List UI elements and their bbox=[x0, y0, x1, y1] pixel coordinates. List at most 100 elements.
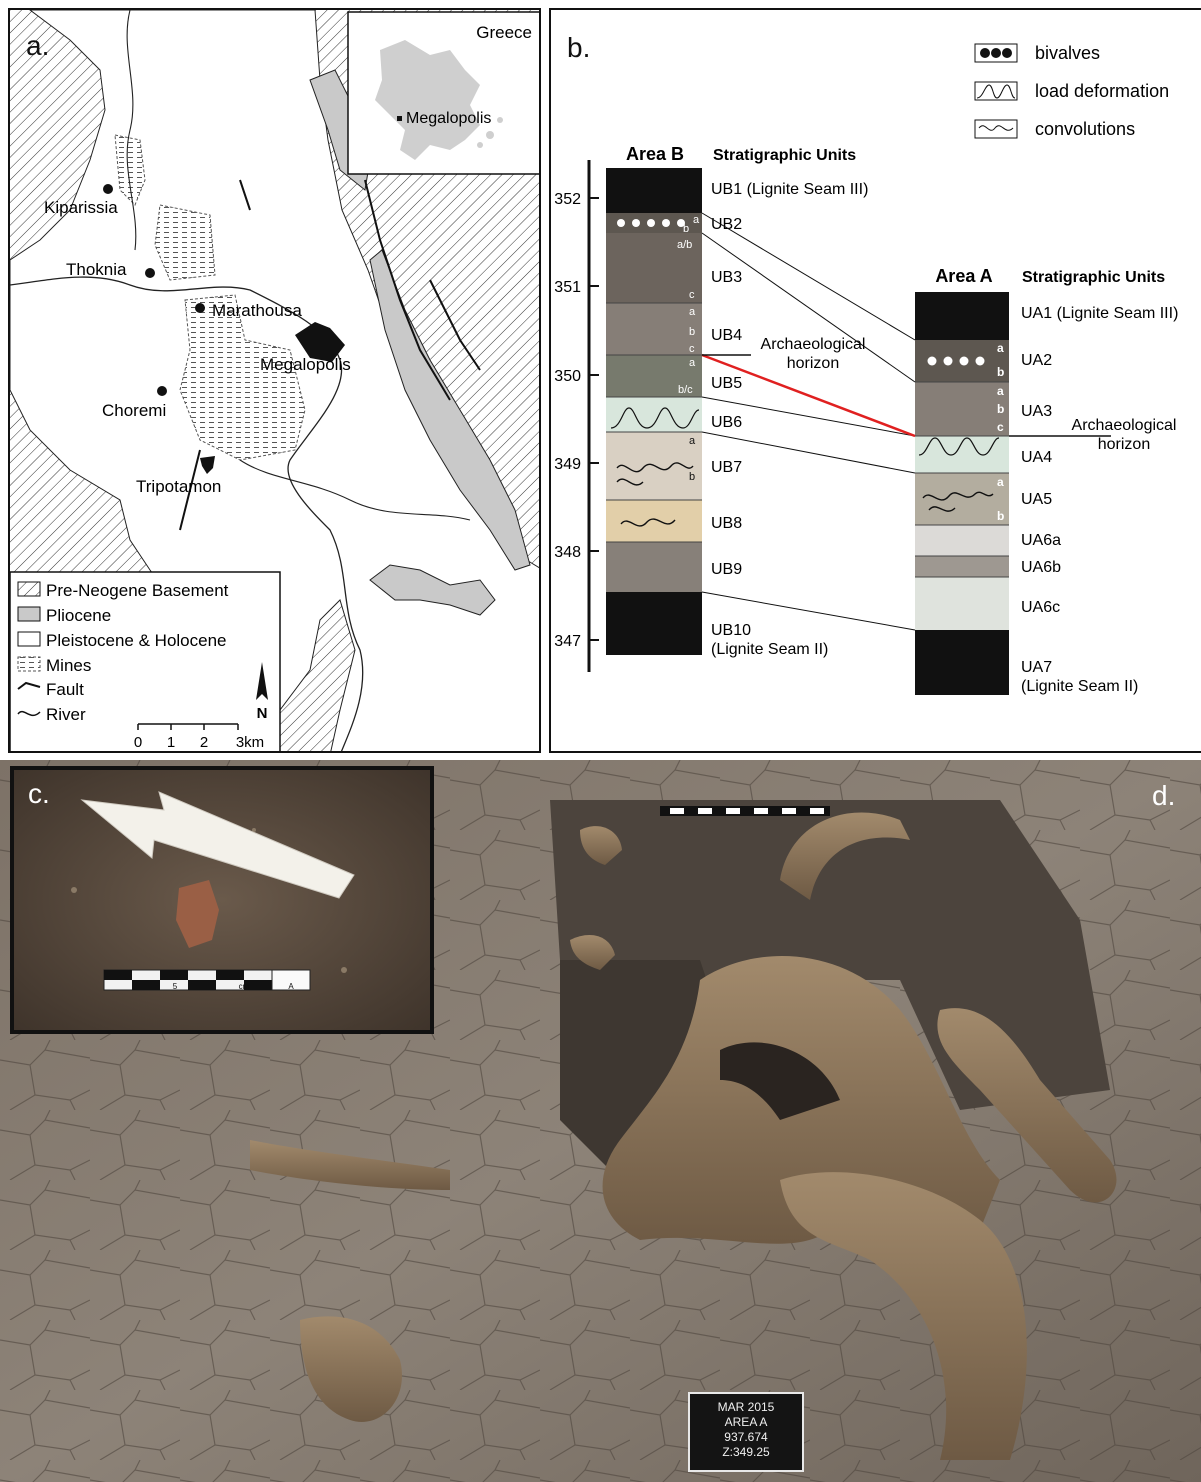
elevation-label: 351 bbox=[554, 279, 581, 296]
place-label: Marathousa bbox=[212, 301, 302, 320]
legend-river: River bbox=[46, 705, 86, 724]
subunit-label: b bbox=[997, 365, 1004, 379]
photo-scale-bar-main bbox=[660, 806, 830, 816]
scale-tick-label: 2 bbox=[200, 734, 208, 751]
layer-ua6c bbox=[915, 577, 1009, 630]
unit-label: UB2 bbox=[711, 216, 742, 233]
sign-line: 937.674 bbox=[724, 1430, 768, 1444]
subunit-label: b bbox=[689, 471, 695, 483]
town-marker bbox=[145, 268, 155, 278]
unit-label: UA2 bbox=[1021, 352, 1052, 369]
fault-line bbox=[239, 179, 251, 211]
town-marker bbox=[195, 303, 205, 313]
unit-label: UB3 bbox=[711, 269, 742, 286]
elevation-label: 347 bbox=[554, 633, 581, 650]
horizon-label-b: horizon bbox=[787, 355, 839, 372]
legend-river-symbol bbox=[17, 710, 41, 717]
legend-swatch bbox=[17, 631, 41, 647]
subunit-label: a bbox=[997, 475, 1004, 489]
mine-area bbox=[154, 204, 216, 281]
basement-area bbox=[261, 599, 356, 751]
panel-letter-b: b. bbox=[567, 32, 591, 63]
layer-ua3 bbox=[915, 382, 1009, 436]
town-marker bbox=[103, 184, 113, 194]
layer-ua7 bbox=[915, 630, 1009, 695]
unit-label: UA6c bbox=[1021, 599, 1060, 616]
horizon-label-a: horizon bbox=[1098, 436, 1150, 453]
unit-label: UA1 (Lignite Seam III) bbox=[1021, 305, 1178, 322]
fault-line bbox=[364, 179, 451, 401]
layer-ub10 bbox=[606, 592, 702, 655]
correlation-lines bbox=[701, 212, 916, 631]
subunit-label: a bbox=[693, 214, 700, 226]
pliocene-area bbox=[369, 249, 531, 571]
subunit-label: a bbox=[689, 435, 696, 447]
north-label: N bbox=[257, 705, 268, 722]
scale-tick-label: 3km bbox=[236, 734, 264, 751]
pelvis-opening bbox=[720, 1042, 840, 1120]
sign-line: MAR 2015 bbox=[717, 1400, 775, 1414]
subunit-label: a/b bbox=[677, 239, 692, 251]
layer-ub6 bbox=[606, 397, 702, 432]
subunit-label: b bbox=[997, 402, 1004, 416]
bone-fragment bbox=[250, 1140, 450, 1190]
scale-label: cm bbox=[239, 982, 250, 991]
place-label: Choremi bbox=[102, 401, 166, 420]
legend-mines: Mines bbox=[46, 656, 91, 675]
legend-swatch bbox=[17, 606, 41, 622]
subunit-label: a bbox=[689, 357, 696, 369]
river-line bbox=[10, 276, 364, 751]
unit-label: UA5 bbox=[1021, 491, 1052, 508]
area-b-unit-labels: UB1 (Lignite Seam III) UB2 UB3 UB4 UB5 U… bbox=[711, 181, 868, 658]
fault-line bbox=[179, 449, 201, 531]
place-label: Megalopolis bbox=[260, 355, 351, 374]
subunit-label: c bbox=[689, 289, 695, 301]
panel-a-geological-map: Greece Megalopolis Kiparissia Thoknia Ma… bbox=[8, 8, 541, 753]
area-a-unit-labels: UA1 (Lignite Seam III) UA2 UA3 UA4 UA5 U… bbox=[1021, 305, 1178, 695]
layer-ua6b bbox=[915, 556, 1009, 577]
elevation-label: 352 bbox=[554, 191, 581, 208]
place-label: Thoknia bbox=[66, 260, 127, 279]
subunit-label: c bbox=[689, 343, 695, 355]
inset-country-label: Greece bbox=[476, 23, 532, 42]
bone-fragment bbox=[580, 826, 622, 865]
legend-swatch bbox=[17, 656, 41, 672]
legend-swatch bbox=[17, 581, 41, 597]
river-line bbox=[126, 10, 137, 251]
legend-swatch-convolutions bbox=[974, 119, 1018, 139]
subunit-label: a bbox=[689, 306, 696, 318]
area-a-title: Area A bbox=[935, 266, 992, 286]
area-a-column: a b a b c a b bbox=[915, 292, 1009, 695]
elephant-femur bbox=[937, 1008, 1117, 1203]
elevation-label: 348 bbox=[554, 544, 581, 561]
mine-area bbox=[179, 294, 306, 461]
elephant-long-bone bbox=[780, 1172, 1027, 1460]
unit-label: (Lignite Seam II) bbox=[1021, 678, 1138, 695]
pliocene-area bbox=[369, 564, 496, 616]
scale-tick-label: 0 bbox=[134, 734, 142, 751]
layer-ua6a bbox=[915, 525, 1009, 556]
layer-ub5 bbox=[606, 355, 702, 397]
mammoth-rib bbox=[780, 812, 910, 900]
layer-ub4 bbox=[606, 303, 702, 355]
tripotamon-marker bbox=[200, 456, 215, 474]
panel-letter-a: a. bbox=[26, 30, 50, 61]
place-label: Kiparissia bbox=[44, 198, 118, 217]
vertebra-bone bbox=[300, 1316, 402, 1422]
unit-label: UB4 bbox=[711, 327, 742, 344]
area-b-title: Area B bbox=[626, 144, 684, 164]
unit-label: UA6a bbox=[1021, 532, 1061, 549]
legend-convolutions: convolutions bbox=[1035, 119, 1135, 139]
elevation-label: 350 bbox=[554, 368, 581, 385]
legend-pliocene: Pliocene bbox=[46, 606, 111, 625]
legend-bivalves: bivalves bbox=[1035, 43, 1100, 63]
town-marker bbox=[157, 386, 167, 396]
fault-line bbox=[429, 279, 481, 371]
unit-label: (Lignite Seam II) bbox=[711, 641, 828, 658]
area-b-column: a b a/b c a b c a b/c a b bbox=[606, 168, 702, 655]
subunit-label: b bbox=[683, 223, 689, 235]
panel-letter-c: c. bbox=[28, 778, 50, 809]
unit-label: UB6 bbox=[711, 414, 742, 431]
subunit-label: a bbox=[997, 384, 1004, 398]
legend-swatch-load bbox=[974, 81, 1018, 101]
